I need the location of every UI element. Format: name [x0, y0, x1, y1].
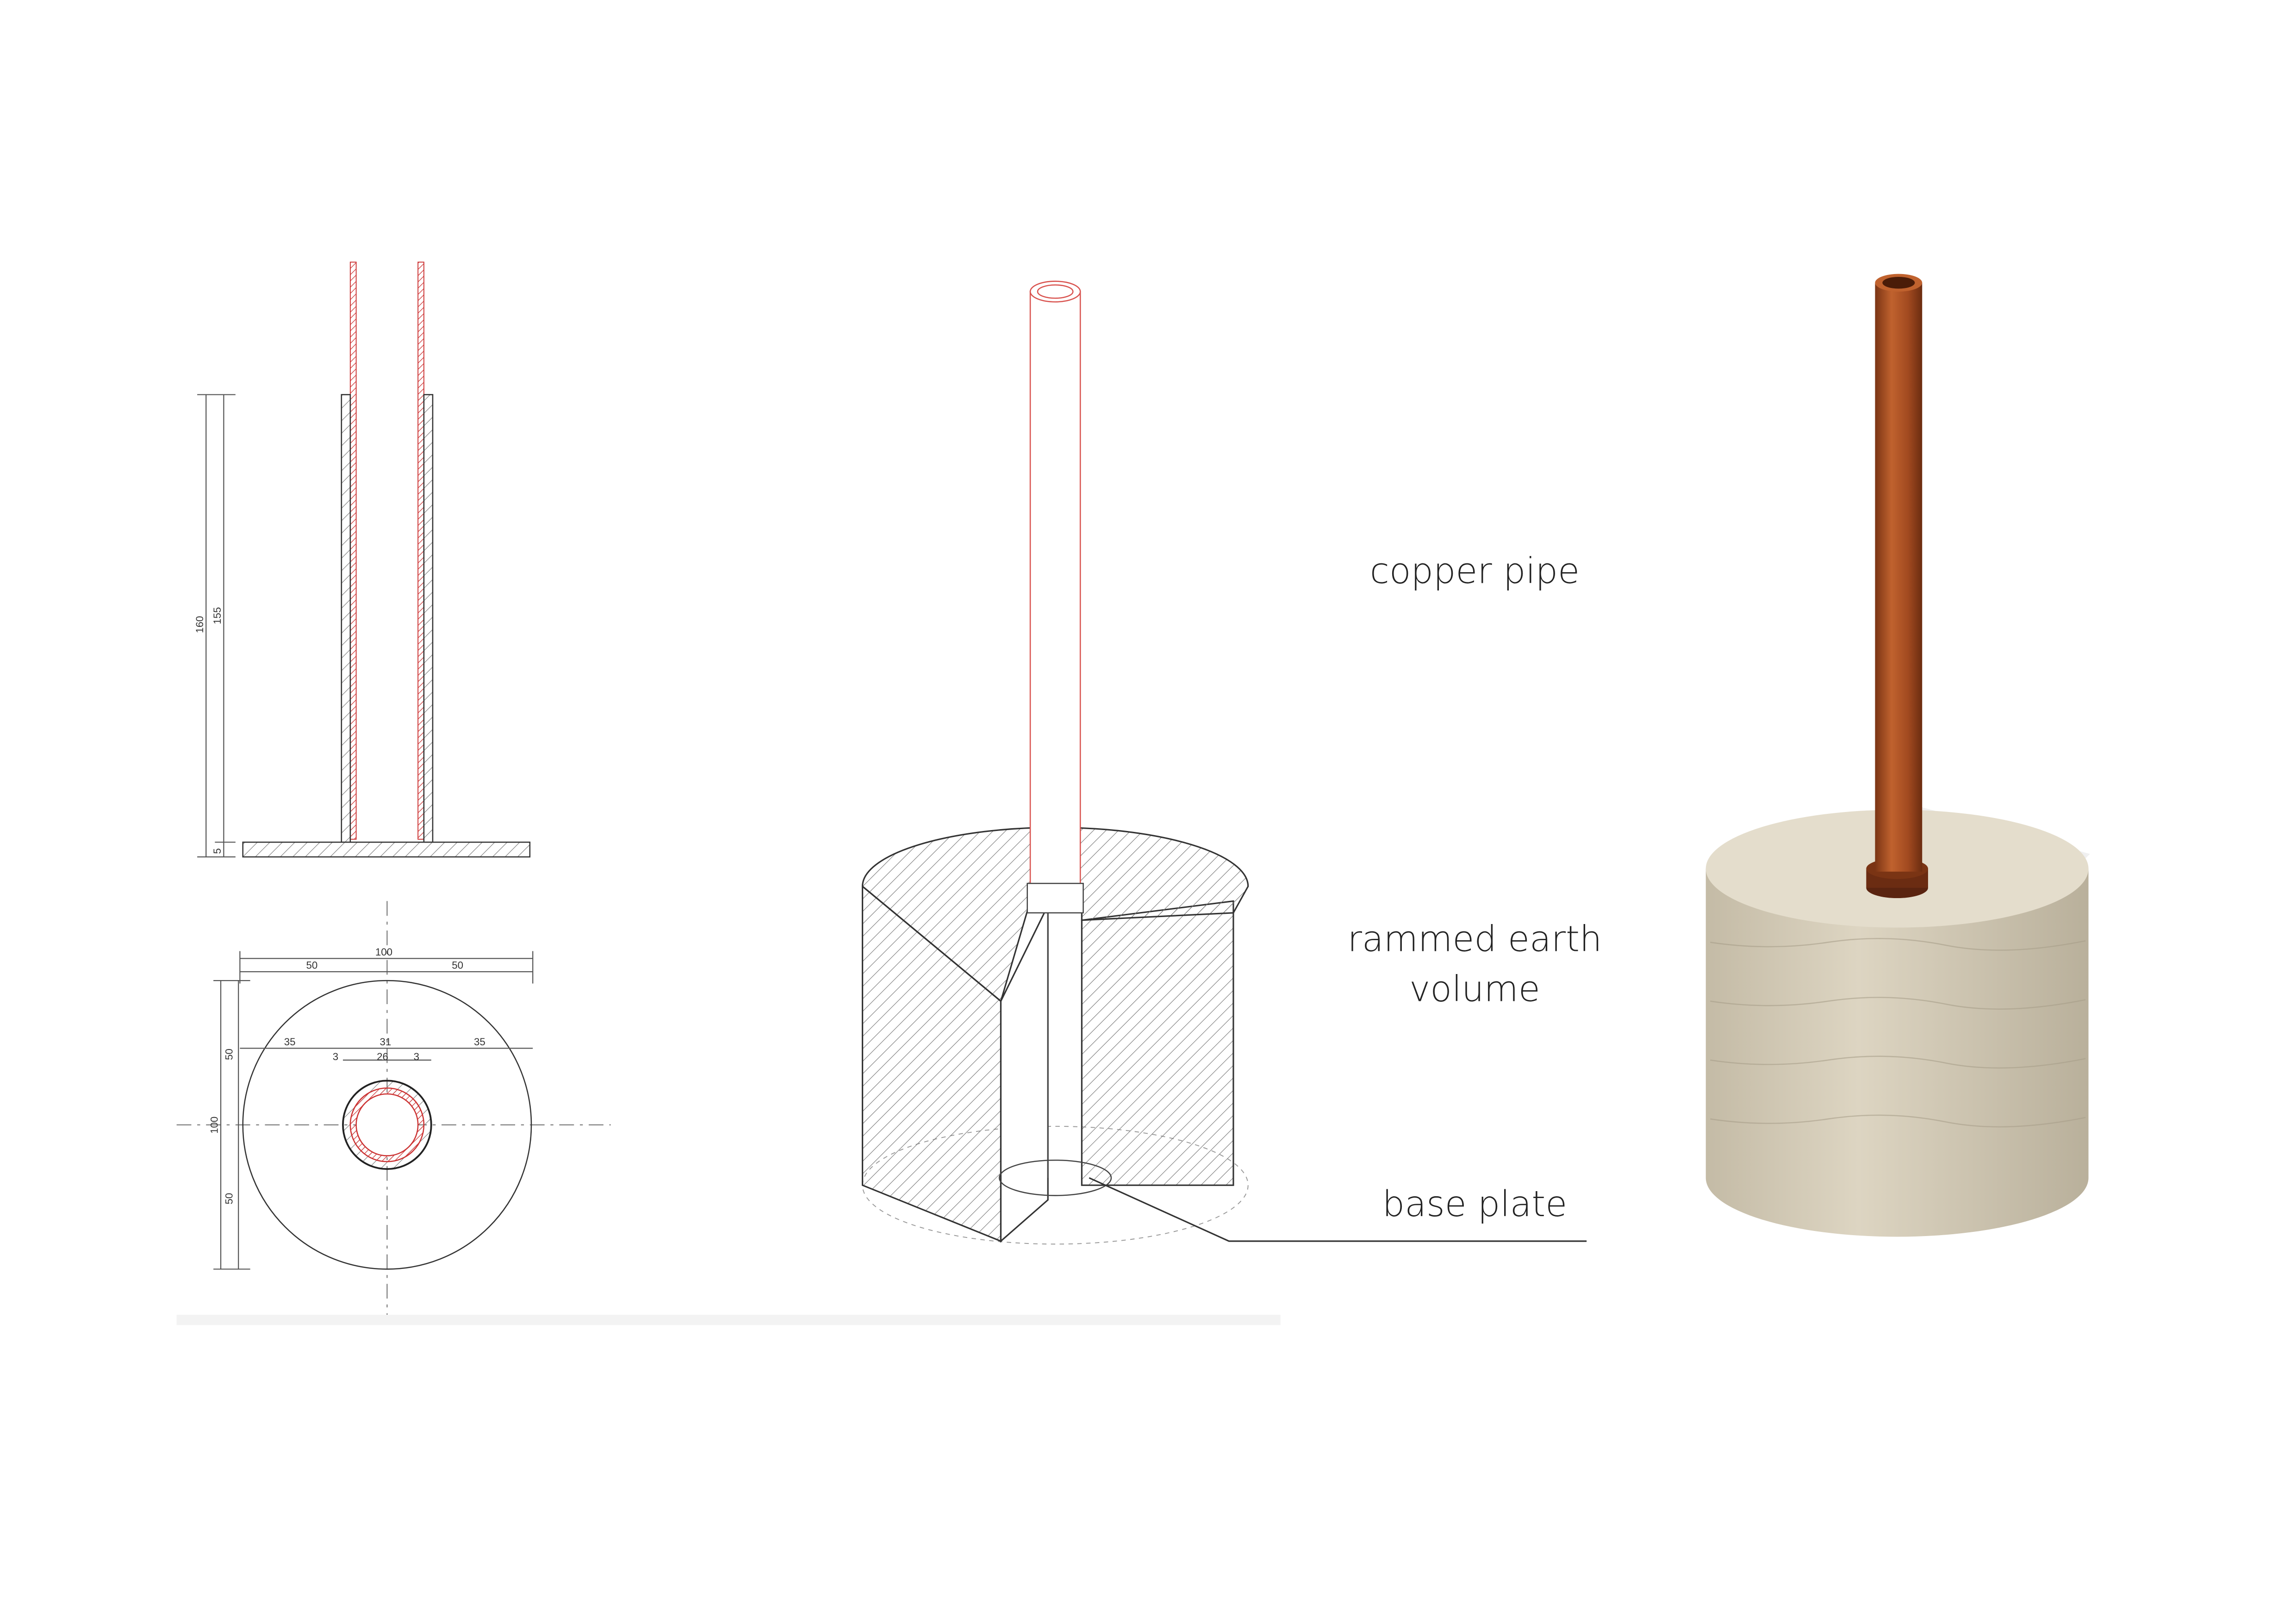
- dim-50-left: 50: [306, 960, 317, 971]
- base-plate-section: [242, 841, 531, 858]
- dim-5: 5: [212, 848, 223, 854]
- label-copper-pipe: copper pipe: [1370, 550, 1580, 591]
- pipe-wall-right: [417, 262, 424, 840]
- dim-155: 155: [212, 607, 223, 624]
- rammed-earth-body: [1705, 868, 2089, 1237]
- base-plate-leader-line: [1089, 1177, 1587, 1242]
- plan-view: 100 50 50 35 31 35 3 26 3 50 100 50: [176, 901, 1281, 1325]
- vertical-dimensions: [197, 394, 236, 858]
- dim-35-left: 35: [284, 1036, 296, 1048]
- label-rammed-earth: rammed earth: [1348, 918, 1602, 960]
- dim-160: 160: [194, 616, 205, 633]
- drawing-strip: [176, 1315, 1281, 1325]
- dim-3-left: 3: [333, 1051, 338, 1062]
- dim-100-vertical: 100: [209, 1117, 220, 1134]
- pipe-wall-left: [349, 262, 357, 840]
- earth-wall-right: [1081, 900, 1234, 1186]
- dim-31: 31: [380, 1036, 391, 1048]
- render-view: [1705, 274, 2090, 1237]
- elevation-section: 160 155 5: [194, 262, 531, 858]
- dim-50-right: 50: [452, 960, 463, 971]
- copper-pipe-outline: [1029, 291, 1081, 899]
- base-plate-axo: [999, 1159, 1112, 1196]
- dim-35-right: 35: [474, 1036, 485, 1048]
- sleeve-axo: [1027, 882, 1084, 914]
- dim-50-bottom: 50: [223, 1193, 235, 1205]
- sleeve-wall-left: [341, 394, 351, 843]
- axonometric-cutaway: [861, 281, 1249, 1245]
- dim-26: 26: [377, 1051, 388, 1062]
- labels: copper pipe rammed earth volume base pla…: [1089, 550, 1602, 1242]
- base-plate-circle: [242, 980, 532, 1270]
- copper-pipe-render: [1875, 282, 1923, 872]
- dim-50-top: 50: [223, 1049, 235, 1060]
- sleeve-wall-right: [423, 394, 434, 843]
- label-volume: volume: [1409, 968, 1540, 1010]
- dim-100: 100: [375, 946, 392, 958]
- dim-3-right: 3: [414, 1051, 419, 1062]
- label-base-plate: base plate: [1382, 1183, 1567, 1224]
